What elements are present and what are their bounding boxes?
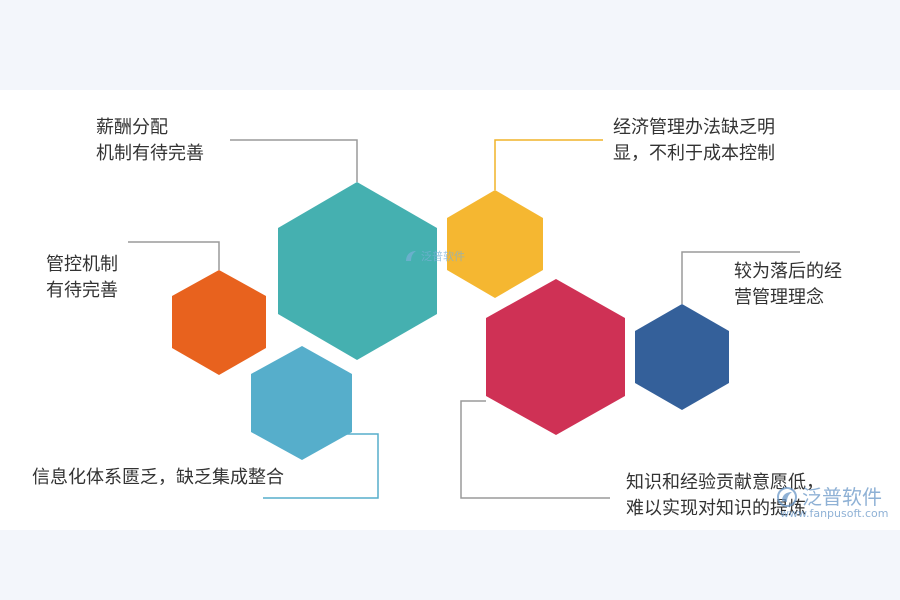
label-salary: 薪酬分配 机制有待完善 bbox=[96, 115, 204, 167]
hexagon-light-blue bbox=[251, 346, 352, 460]
label-management-line-1: 较为落后的经 bbox=[734, 261, 842, 282]
watermark-url: www.fanpusoft.com bbox=[780, 507, 889, 520]
label-economic-line-2: 显，不利于成本控制 bbox=[613, 143, 775, 164]
fanpu-logo-icon bbox=[777, 487, 797, 507]
connector-line-information bbox=[263, 433, 379, 499]
label-economic: 经济管理办法缺乏明 显，不利于成本控制 bbox=[613, 115, 775, 167]
label-control: 管控机制 有待完善 bbox=[46, 252, 118, 304]
label-knowledge-line-1: 知识和经验贡献意愿低， bbox=[626, 472, 824, 493]
label-information-line-1: 信息化体系匮乏，缺乏集成整合 bbox=[32, 467, 284, 488]
label-economic-line-1: 经济管理办法缺乏明 bbox=[613, 117, 775, 138]
label-salary-line-1: 薪酬分配 bbox=[96, 117, 168, 138]
label-salary-line-2: 机制有待完善 bbox=[96, 143, 204, 164]
connector-line-control bbox=[128, 241, 220, 270]
watermark-brand-name: 泛普软件 bbox=[802, 485, 882, 509]
diagram-panel bbox=[0, 90, 900, 530]
connector-line-economic bbox=[494, 139, 603, 190]
watermark-brand: 泛普软件 www.fanpusoft.com bbox=[776, 486, 888, 520]
label-management-line-2: 营管理理念 bbox=[734, 287, 824, 308]
label-information: 信息化体系匮乏，缺乏集成整合 bbox=[32, 465, 284, 491]
hexagon-yellow bbox=[447, 190, 543, 298]
fanpu-logo-icon bbox=[406, 251, 416, 261]
hexagon-teal bbox=[278, 182, 437, 360]
connector-line-management bbox=[681, 251, 800, 304]
watermark-small-text: 泛普软件 bbox=[421, 250, 465, 263]
watermark-small: 泛普软件 bbox=[404, 248, 465, 264]
label-control-line-2: 有待完善 bbox=[46, 280, 118, 301]
connector-line-salary bbox=[230, 139, 358, 182]
hexagon-crimson bbox=[486, 279, 625, 435]
label-knowledge: 知识和经验贡献意愿低， 难以实现对知识的提炼 bbox=[626, 470, 824, 522]
hexagon-navy bbox=[635, 304, 729, 410]
label-control-line-1: 管控机制 bbox=[46, 254, 118, 275]
connector-line-knowledge bbox=[460, 400, 610, 499]
label-knowledge-line-2: 难以实现对知识的提炼 bbox=[626, 498, 806, 519]
label-management: 较为落后的经 营管理理念 bbox=[734, 259, 842, 311]
hexagon-orange bbox=[172, 270, 266, 375]
